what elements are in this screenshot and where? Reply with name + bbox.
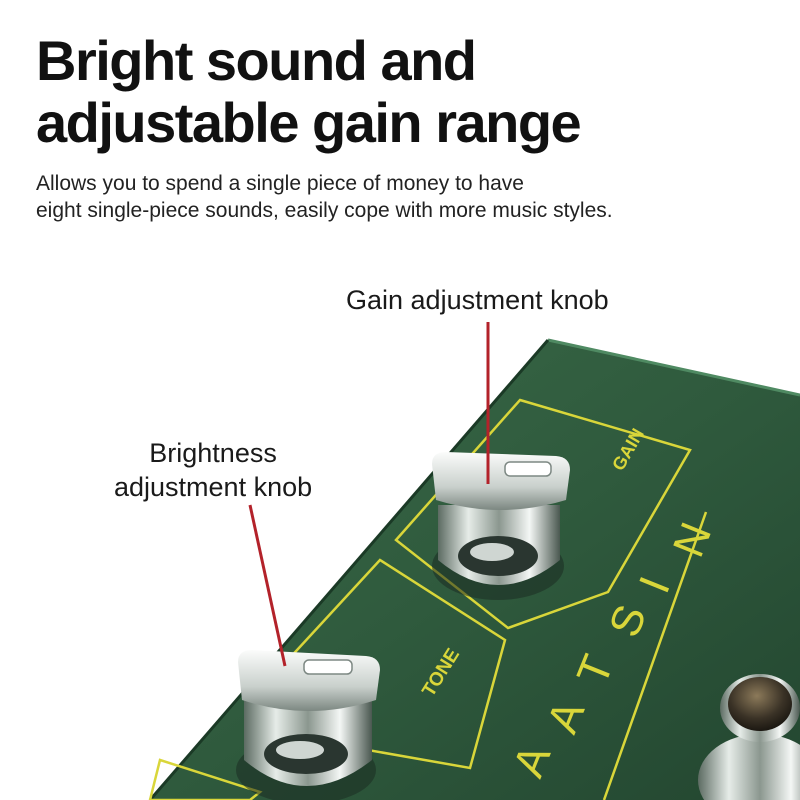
brightness-callout-line-1: Brightness xyxy=(149,438,277,468)
footswitch[interactable] xyxy=(698,674,800,800)
brightness-callout-line-2: adjustment knob xyxy=(114,472,313,502)
description: Allows you to spend a single piece of mo… xyxy=(36,170,613,224)
gain-knob[interactable] xyxy=(432,452,570,600)
headline-line-1: Bright sound and xyxy=(36,29,477,92)
tone-panel xyxy=(284,558,507,770)
lower-panel xyxy=(148,758,263,800)
headline: Bright sound and adjustable gain range xyxy=(36,29,582,154)
brightness-callout-label: Brightness adjustment knob xyxy=(114,436,312,504)
gain-panel xyxy=(394,398,692,630)
description-line-1: Allows you to spend a single piece of mo… xyxy=(36,172,524,195)
description-line-2: eight single-piece sounds, easily cope w… xyxy=(36,199,613,222)
tone-knob[interactable] xyxy=(236,650,380,800)
brightness-leader-line xyxy=(248,504,287,667)
headline-line-2: adjustable gain range xyxy=(36,91,582,154)
brand-divider-line xyxy=(602,511,708,800)
gain-callout-label: Gain adjustment knob xyxy=(346,285,609,315)
